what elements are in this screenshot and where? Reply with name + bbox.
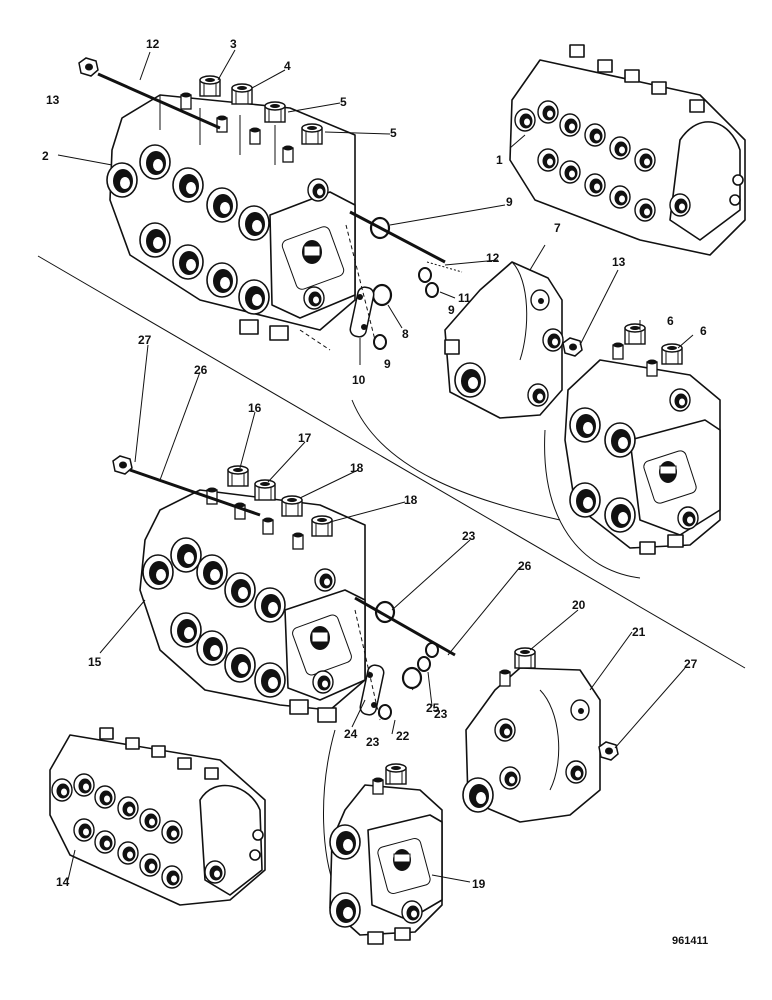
- callout-15: 15: [88, 655, 102, 669]
- callout-25: 25: [426, 701, 440, 715]
- valve-bank-lower: [139, 465, 366, 723]
- callout-12-upper: 12: [146, 37, 160, 51]
- callouts: 12 3 4 13 5 5 2 1 9 7 12 13 11 9 6 6 8 2…: [42, 37, 707, 891]
- callout-4: 4: [284, 59, 291, 73]
- end-section-upper: [444, 261, 564, 419]
- two-spool-section: [564, 323, 721, 555]
- callout-13-right: 13: [612, 255, 626, 269]
- single-spool-section: [329, 763, 443, 945]
- valve-bank-upper: [106, 75, 356, 341]
- callout-6-left: 6: [667, 314, 674, 328]
- callout-14: 14: [56, 875, 70, 889]
- leader-lines: [57, 49, 694, 883]
- callout-10: 10: [352, 373, 366, 387]
- end-section-lower: [462, 647, 601, 823]
- callout-9-small: 9: [384, 357, 391, 371]
- callout-9-ring: 9: [448, 303, 455, 317]
- callout-9-rod: 9: [506, 195, 513, 209]
- callout-16: 16: [248, 401, 262, 415]
- assembled-view-14: [49, 727, 266, 906]
- callout-8: 8: [402, 327, 409, 341]
- assembled-view-1: [509, 44, 746, 256]
- callout-13-upper: 13: [46, 93, 60, 107]
- callout-6-right: 6: [700, 324, 707, 338]
- callout-12-lower: 12: [486, 251, 500, 265]
- callout-17: 17: [298, 431, 312, 445]
- callout-3: 3: [230, 37, 237, 51]
- callout-18-lower: 18: [404, 493, 418, 507]
- callout-21: 21: [632, 625, 646, 639]
- callout-5-top: 5: [340, 95, 347, 109]
- callout-2: 2: [42, 149, 49, 163]
- callout-1: 1: [496, 153, 503, 167]
- callout-26-lower: 26: [518, 559, 532, 573]
- callout-23-rod: 23: [462, 529, 476, 543]
- callout-19: 19: [472, 877, 486, 891]
- callout-26-upper: 26: [194, 363, 208, 377]
- callout-22: 22: [396, 729, 410, 743]
- callout-7: 7: [554, 221, 561, 235]
- drawing-reference-number: 961411: [672, 935, 708, 947]
- callout-11: 11: [458, 291, 471, 305]
- callout-27-upper: 27: [138, 333, 152, 347]
- callout-27-lower: 27: [684, 657, 698, 671]
- callout-24: 24: [344, 727, 358, 741]
- callout-23-ring: 23: [434, 707, 448, 721]
- callout-5-lower: 5: [390, 126, 397, 140]
- callout-18-top: 18: [350, 461, 364, 475]
- callout-23-small: 23: [366, 735, 380, 749]
- callout-20: 20: [572, 598, 586, 612]
